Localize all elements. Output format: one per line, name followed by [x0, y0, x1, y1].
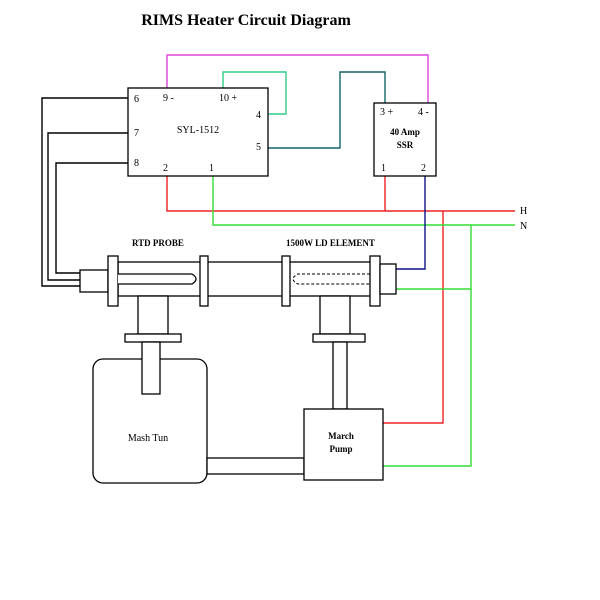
wire-hot-main — [166, 176, 515, 212]
controller-pin-8: 8 — [134, 158, 139, 169]
wire-rtd-lead-6 — [41, 97, 128, 287]
tube-tee-left-flange — [124, 333, 182, 343]
pump-outlet-pipe — [332, 341, 348, 410]
ssr-pin-2: 2 — [421, 163, 426, 174]
ssr-rating-label: 40 Amp — [390, 127, 420, 137]
tube-tee-right — [319, 295, 351, 335]
mash-tun-inlet-pipe — [141, 341, 161, 395]
ssr-box: 3 + 4 - 40 Amp SSR 1 2 — [373, 102, 437, 177]
neutral-label: N — [520, 221, 527, 232]
wire-ssr-2-to-element — [396, 176, 426, 270]
controller-pin-7: 7 — [134, 128, 139, 139]
march-pump: March Pump — [303, 341, 384, 481]
wire-hot-pump — [383, 211, 444, 424]
controller-pin-10: 10 + — [219, 93, 238, 104]
rtd-flange — [107, 255, 119, 307]
controller-pin-9: 9 - — [163, 93, 174, 104]
controller-pin-4: 4 — [256, 110, 261, 121]
wire-neutral-main — [212, 176, 515, 226]
mash-tun-label: Mash Tun — [128, 433, 168, 444]
wire-controller-5-to-ssr-3 — [268, 71, 386, 149]
tube-flange-left — [199, 255, 209, 307]
rtd-probe-tip — [118, 273, 197, 285]
pump-label-line2: Pump — [329, 444, 352, 454]
element-connector — [379, 263, 397, 295]
rims-tube — [79, 255, 397, 343]
controller-pin-1: 1 — [209, 163, 214, 174]
ssr-pin-4: 4 - — [418, 107, 429, 118]
mash-tun: Mash Tun — [92, 341, 208, 484]
wire-neutral-element — [396, 225, 472, 290]
ssr-type-label: SSR — [397, 140, 414, 150]
wire-controller-10-to-4 — [222, 71, 287, 115]
tube-tee-right-flange — [312, 333, 366, 343]
tube-flange-mid — [281, 255, 291, 307]
wire-rtd-lead-8 — [55, 162, 128, 274]
ssr-pin-1: 1 — [381, 163, 386, 174]
controller-model-label: SYL-1512 — [177, 125, 219, 136]
mash-tun-to-pump-pipe — [206, 457, 305, 475]
controller-pin-2: 2 — [163, 163, 168, 174]
ssr-pin-3: 3 + — [380, 107, 394, 118]
rtd-probe-body — [79, 269, 109, 293]
element-label: 1500W LD ELEMENT — [286, 238, 375, 248]
element-flange — [369, 255, 381, 307]
heating-element-coil — [292, 273, 370, 285]
wire-neutral-pump — [383, 289, 472, 467]
wire-controller-9-to-ssr-4 — [166, 54, 429, 103]
controller-box: 6 7 8 9 - 10 + 4 5 2 1 SYL-1512 — [127, 87, 269, 177]
diagram-title: RIMS Heater Circuit Diagram — [141, 12, 351, 29]
hot-label: H — [520, 206, 527, 217]
tube-tee-left — [137, 295, 169, 335]
rtd-probe-label: RTD PROBE — [132, 238, 184, 248]
controller-pin-6: 6 — [134, 94, 139, 105]
wire-rtd-lead-7 — [47, 132, 128, 281]
march-pump-body — [303, 408, 384, 481]
controller-pin-5: 5 — [256, 142, 261, 153]
pump-label-line1: March — [328, 431, 354, 441]
